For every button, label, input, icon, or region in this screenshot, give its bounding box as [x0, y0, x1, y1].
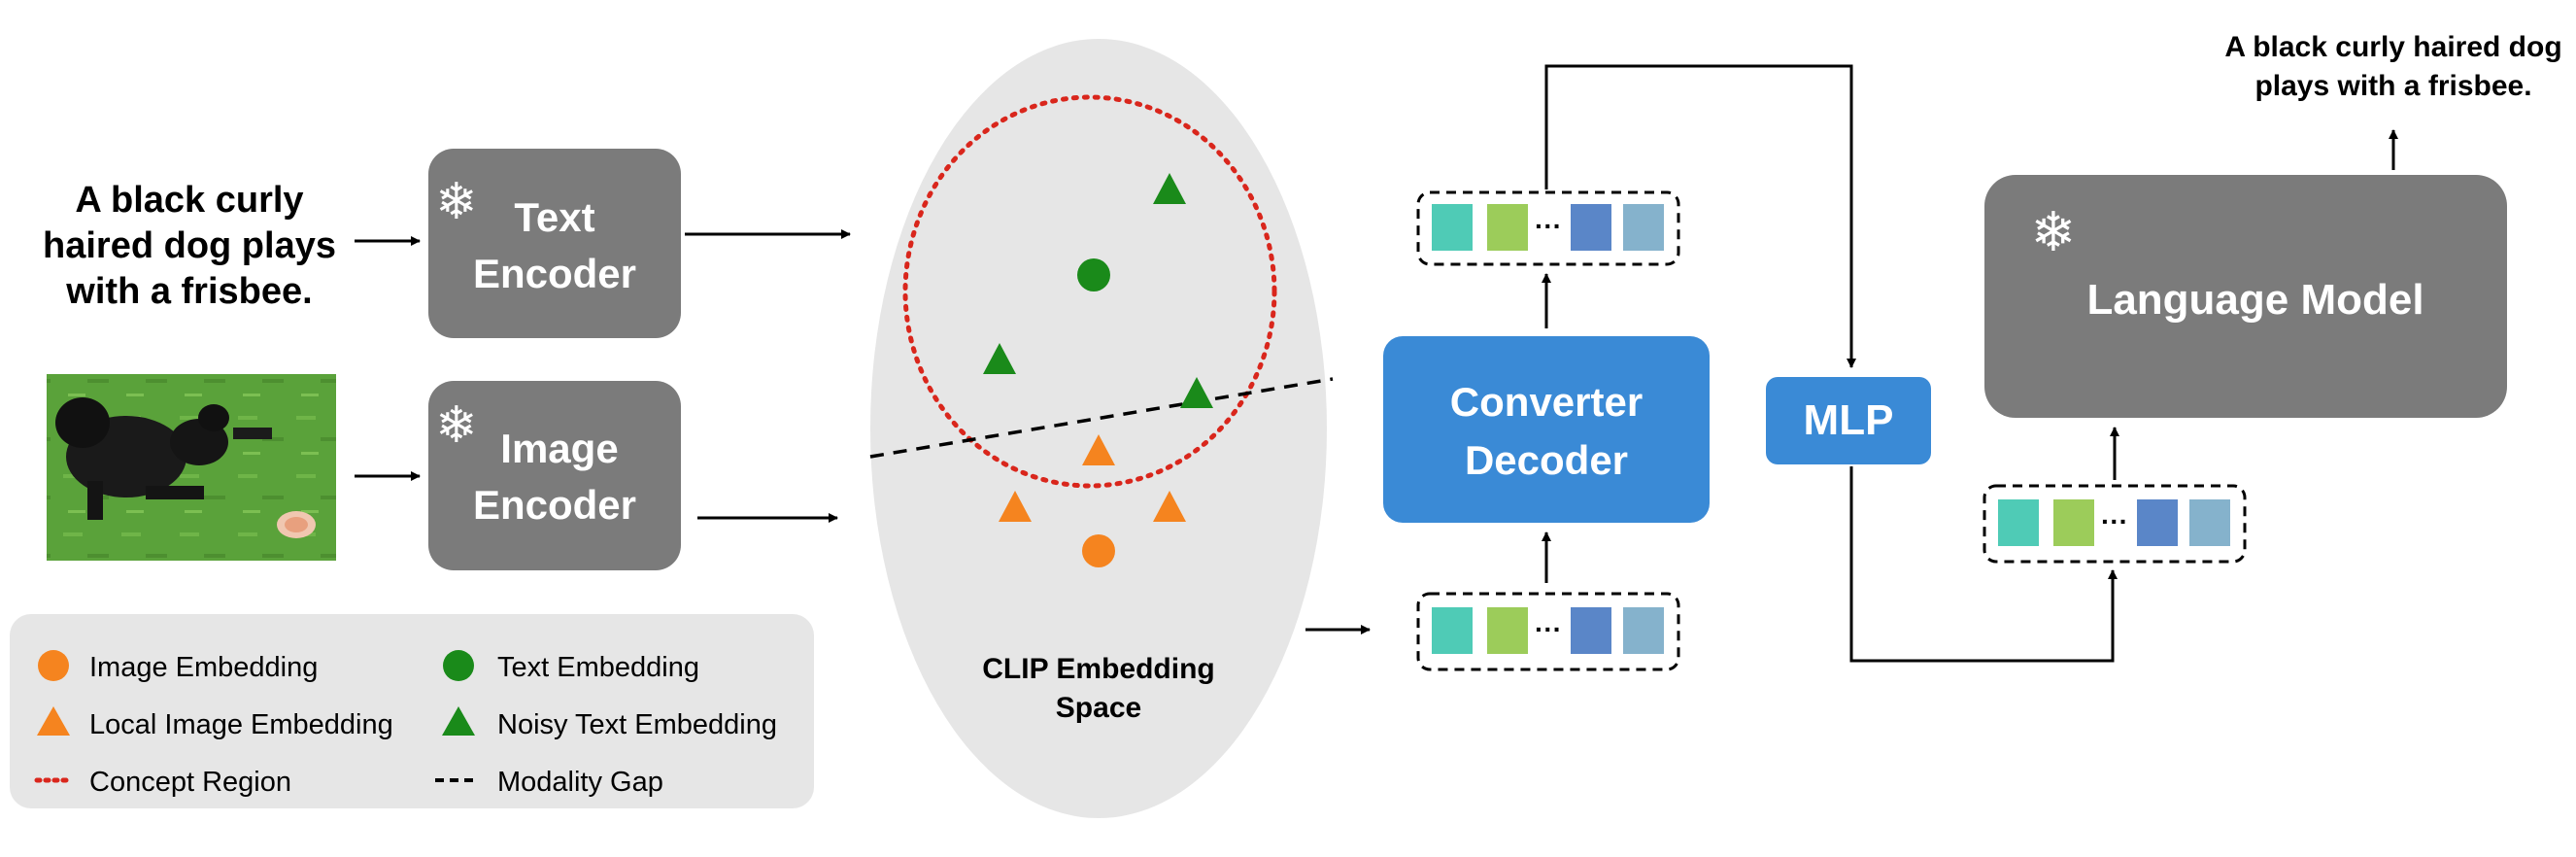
image-encoder-box: ❄ Image Encoder [428, 381, 681, 570]
noisy-text-embedding-point [983, 343, 1016, 374]
image-encoder-label-line-1: Image [500, 426, 618, 471]
image-embedding-point [1082, 534, 1115, 567]
text-embedding-point [1077, 258, 1110, 291]
token-block [2189, 499, 2230, 546]
token-block [1998, 499, 2039, 546]
converter-output-tokens: ··· [1416, 190, 1680, 266]
text-encoder-label-line-2: Encoder [473, 251, 636, 296]
legend-item-modality-gap: Modality Gap [497, 767, 663, 798]
language-model-box: ❄ Language Model [1984, 175, 2507, 418]
converter-decoder-label-line-1: Converter [1450, 379, 1643, 425]
legend-noisy-text-embedding-marker [442, 706, 475, 736]
concept-region [902, 94, 1277, 489]
legend-text-embedding-marker [443, 650, 474, 681]
token-block [1432, 607, 1473, 654]
legend-item-concept-region: Concept Region [89, 767, 291, 798]
token-block [1571, 204, 1611, 251]
converter-decoder-label-line-2: Decoder [1465, 437, 1628, 483]
token-block [1623, 607, 1664, 654]
embedding-space-label-line-1: CLIP Embedding [982, 653, 1214, 685]
language-model-input-tokens: ··· [1983, 484, 2247, 564]
local-image-embedding-point [999, 491, 1032, 522]
mlp-label: MLP [1804, 396, 1894, 444]
token-ellipsis: ··· [1535, 614, 1562, 644]
input-caption-line-3: with a frisbee. [65, 271, 312, 312]
converter-decoder-box: Converter Decoder [1383, 336, 1710, 523]
output-caption: A black curly haired dog plays with a fr… [2224, 31, 2561, 102]
legend-image-embedding-marker [38, 650, 69, 681]
legend-item-image-embedding: Image Embedding [89, 652, 318, 683]
legend-local-image-embedding-marker [37, 706, 70, 736]
input-caption: A black curly haired dog plays with a fr… [43, 180, 336, 312]
input-caption-line-1: A black curly [75, 180, 303, 221]
token-block [1432, 204, 1473, 251]
token-ellipsis: ··· [1535, 211, 1562, 241]
input-caption-line-2: haired dog plays [43, 225, 336, 266]
noisy-text-embedding-point [1153, 173, 1186, 204]
legend-item-text-embedding: Text Embedding [497, 652, 699, 683]
image-encoder-label-line-2: Encoder [473, 482, 636, 528]
legend: Image Embedding Text Embedding Local Ima… [10, 614, 814, 808]
input-dog-image [47, 374, 336, 561]
snowflake-icon: ❄ [435, 397, 478, 454]
text-encoder-label-line-1: Text [514, 194, 594, 240]
legend-panel [10, 614, 814, 808]
embedding-space-ellipse [870, 39, 1327, 818]
snowflake-icon: ❄ [435, 174, 478, 230]
token-block [2053, 499, 2094, 546]
embedding-space-label-line-2: Space [1056, 692, 1141, 724]
token-block [1487, 204, 1528, 251]
noisy-text-embedding-point [1180, 377, 1213, 408]
text-encoder-box: ❄ Text Encoder [428, 149, 681, 338]
mlp-box: MLP [1766, 377, 1931, 464]
local-image-embedding-point [1082, 434, 1115, 465]
legend-item-local-image-embedding: Local Image Embedding [89, 709, 393, 740]
mlp-to-lm-tokens-arrow [1849, 466, 2118, 663]
token-block [2137, 499, 2178, 546]
legend-item-noisy-text-embedding: Noisy Text Embedding [497, 709, 777, 740]
language-model-label: Language Model [2086, 276, 2423, 324]
local-image-embedding-point [1153, 491, 1186, 522]
output-caption-line-1: A black curly haired dog [2224, 31, 2561, 63]
converter-input-tokens: ··· [1416, 592, 1680, 671]
token-block [1487, 607, 1528, 654]
snowflake-icon: ❄ [2031, 201, 2077, 262]
token-ellipsis: ··· [2101, 506, 2128, 536]
token-block [1571, 607, 1611, 654]
clip-embedding-space: CLIP Embedding Space [869, 39, 1334, 818]
tokens-to-mlp-arrow [1544, 64, 1856, 368]
token-block [1623, 204, 1664, 251]
output-caption-line-2: plays with a frisbee. [2254, 70, 2531, 102]
modality-gap-line [869, 377, 1334, 459]
